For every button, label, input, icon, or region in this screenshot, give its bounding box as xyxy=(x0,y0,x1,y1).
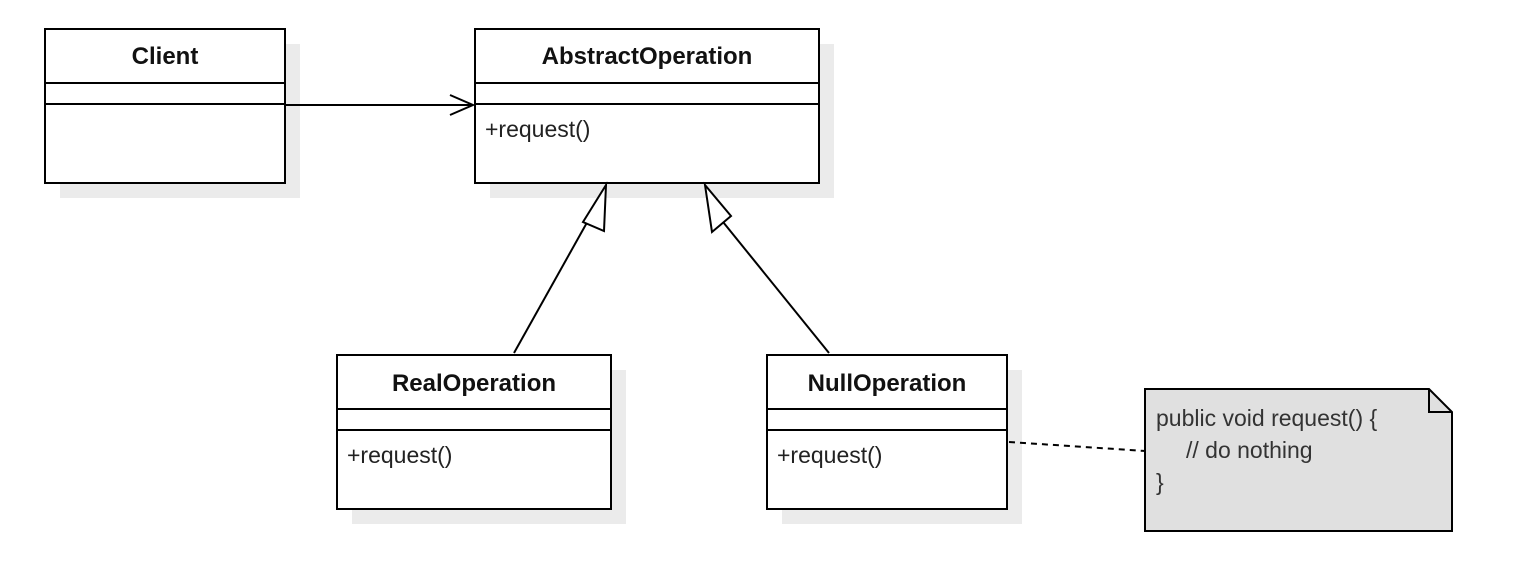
class-real-operation[interactable]: RealOperation +request() xyxy=(336,354,612,510)
hollow-triangle-icon xyxy=(703,181,733,234)
open-arrowhead-icon xyxy=(449,94,476,116)
note-shape xyxy=(1144,388,1453,532)
class-box xyxy=(766,354,1008,510)
association-arrow[interactable] xyxy=(285,94,476,116)
generalization-arrow-real[interactable] xyxy=(513,181,608,354)
note-fold-icon xyxy=(1428,389,1452,413)
class-box xyxy=(44,28,286,184)
class-name: Client xyxy=(132,43,199,70)
class-name: AbstractOperation xyxy=(542,43,753,70)
class-null-operation[interactable]: NullOperation +request() xyxy=(766,354,1008,510)
class-operation: +request() xyxy=(347,442,452,468)
class-operation: +request() xyxy=(485,116,590,142)
generalization-arrow-null[interactable] xyxy=(703,181,830,354)
class-client[interactable]: Client xyxy=(44,28,286,184)
note-line-1: public void request() { xyxy=(1156,405,1377,431)
note-link-dashed xyxy=(1008,441,1146,452)
note-line-3: } xyxy=(1156,469,1164,495)
note-line-2: // do nothing xyxy=(1186,437,1313,463)
hollow-triangle-icon xyxy=(581,181,608,233)
class-box xyxy=(336,354,612,510)
class-name: NullOperation xyxy=(808,370,967,397)
class-name: RealOperation xyxy=(392,370,556,397)
class-operation: +request() xyxy=(777,442,882,468)
class-abstract-operation[interactable]: AbstractOperation +request() xyxy=(474,28,820,184)
class-box xyxy=(474,28,820,184)
note[interactable]: public void request() { // do nothing } xyxy=(1144,388,1453,532)
